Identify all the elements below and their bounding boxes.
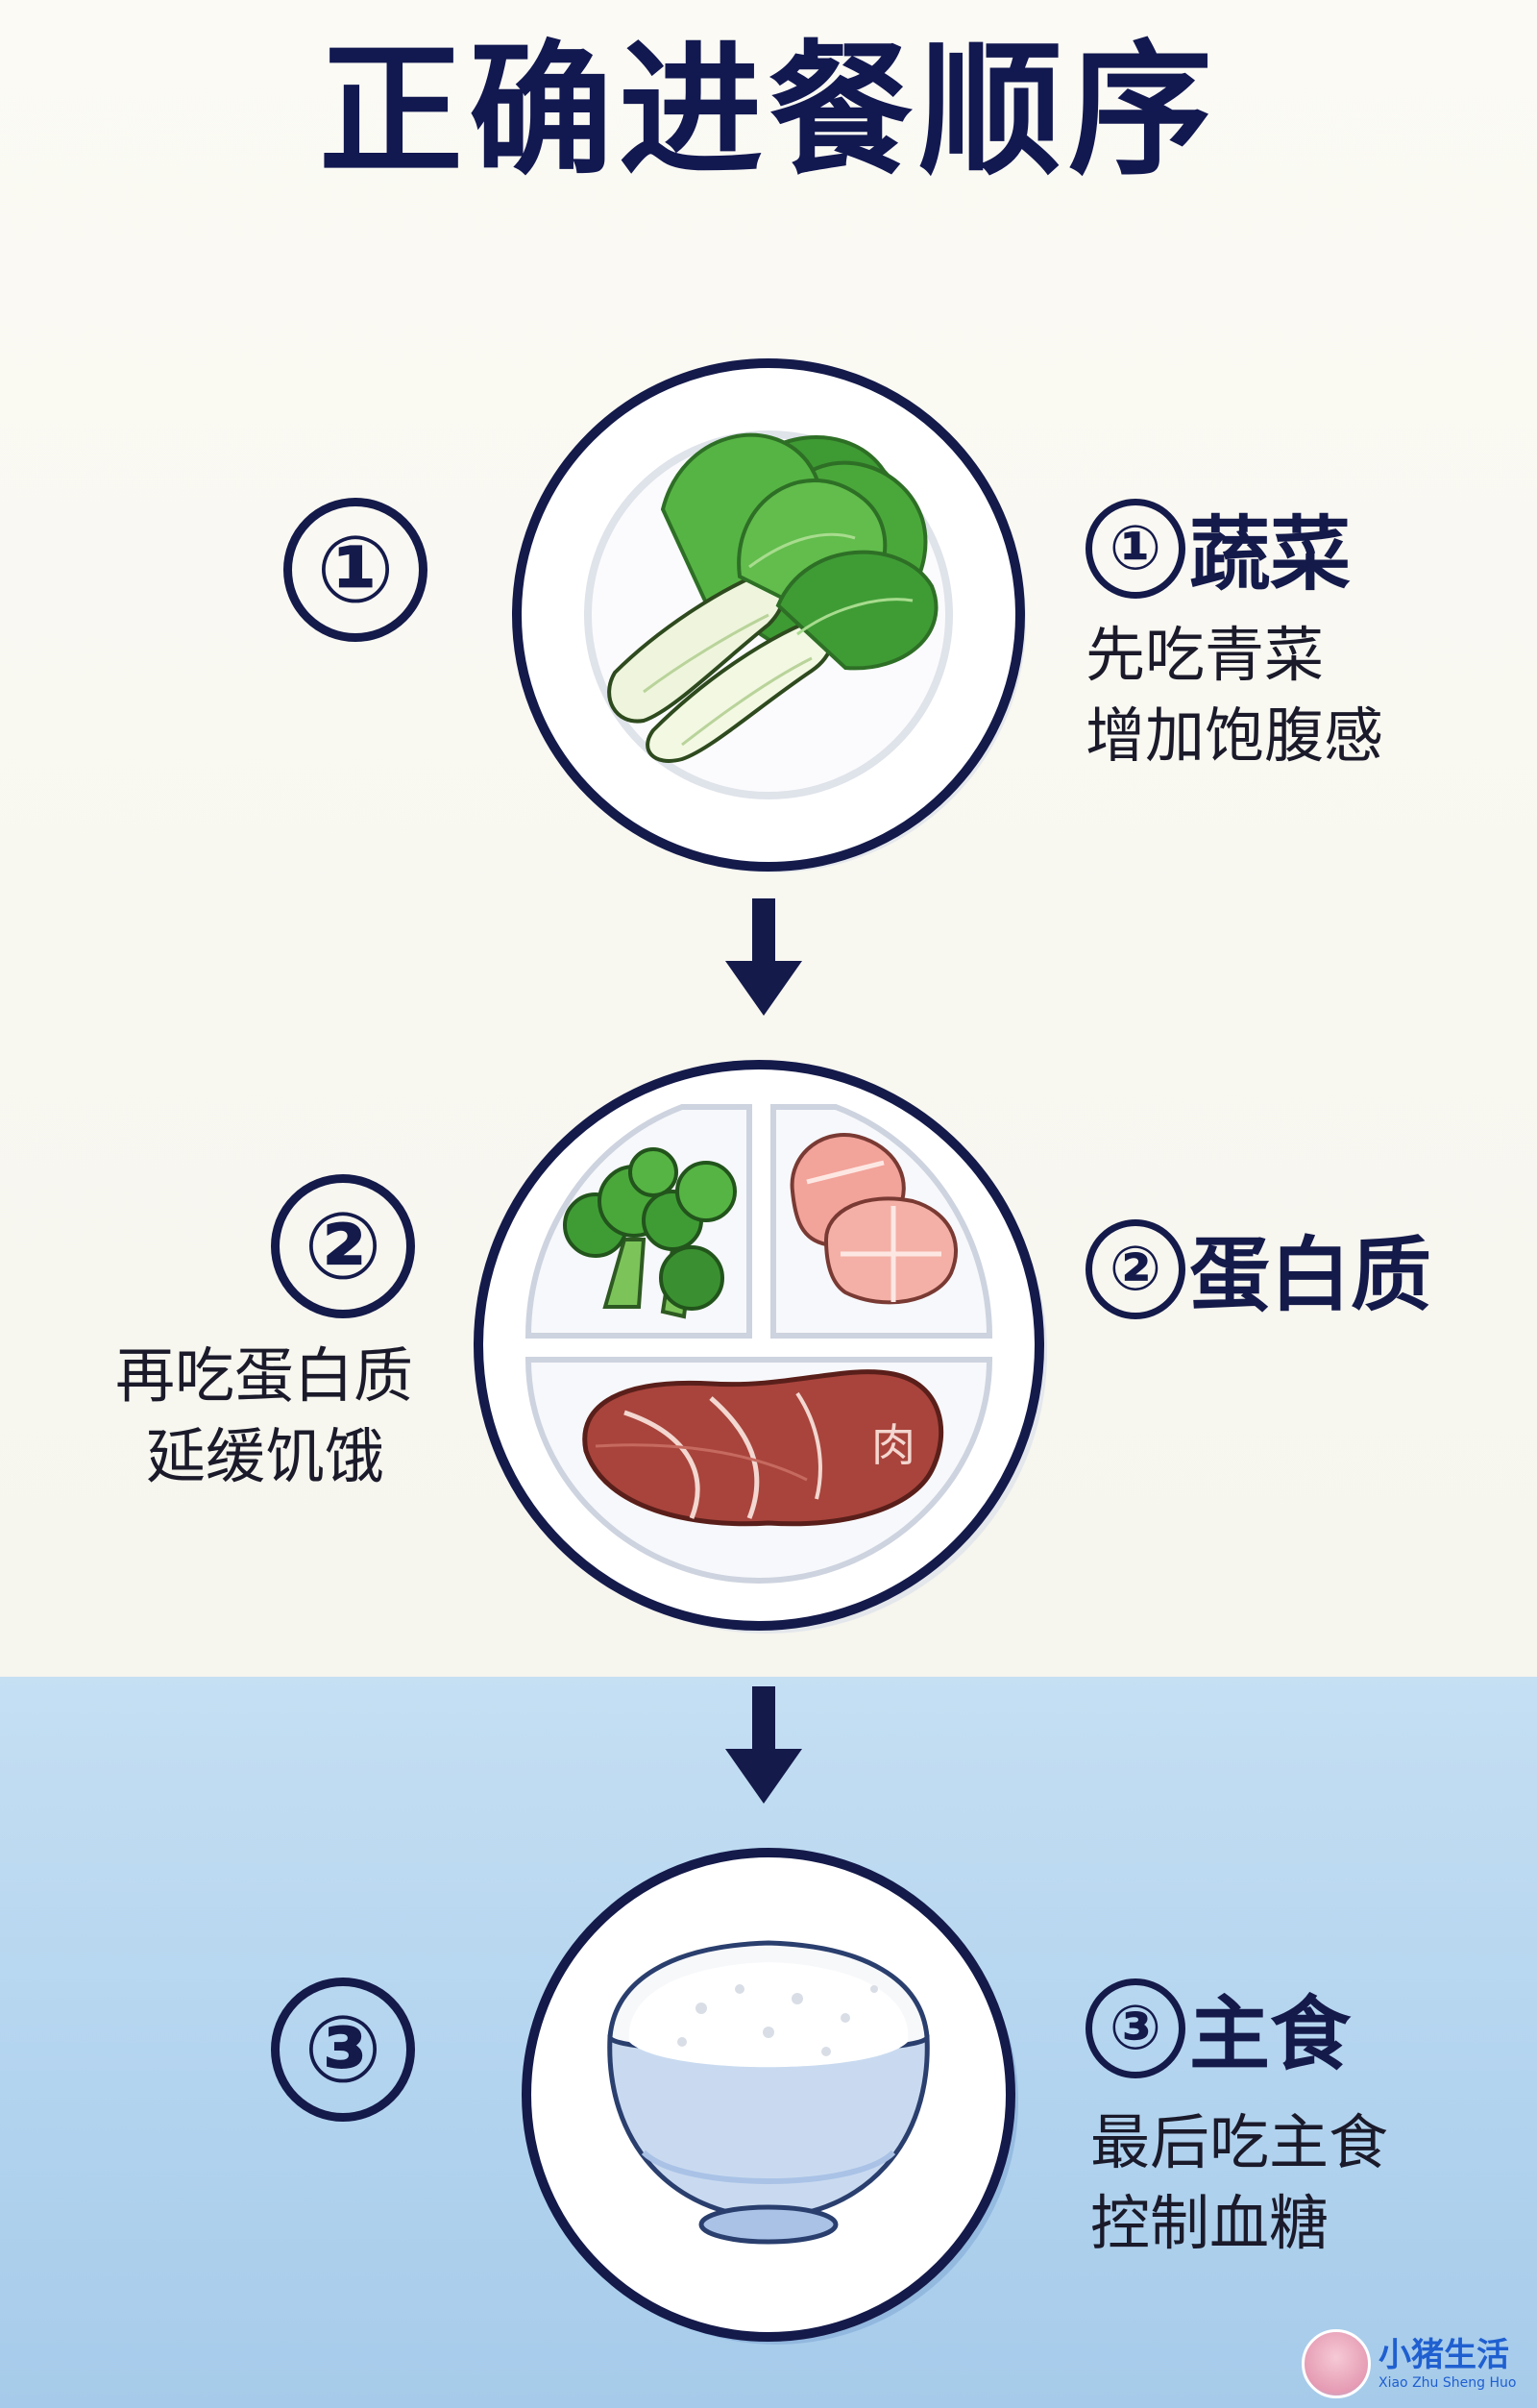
step-2-plate-illustration: 肉 (474, 1060, 1047, 1634)
meat-icon (582, 1369, 944, 1527)
meat-label: 肉 (871, 1419, 915, 1471)
ham-icon (790, 1133, 958, 1305)
step-3-description-line-1: 最后吃主食 (1090, 2107, 1389, 2177)
step-2-heading-number: ② (1086, 1218, 1185, 1319)
step-1-description-line-1: 先吃青菜 (1086, 620, 1325, 690)
step-2-heading: ② 蛋白质 (1086, 1211, 1431, 1327)
step-3-description: 最后吃主食 控制血糖 (1090, 2102, 1388, 2264)
logo-name: 小猪生活 (1378, 2336, 1509, 2374)
page-title: 正确进餐顺序 (318, 28, 1218, 195)
logo-pinyin: Xiao Zhu Sheng Huo (1378, 2375, 1517, 2391)
down-arrow-icon (725, 898, 802, 1016)
step-1-heading-number: ① (1086, 498, 1185, 599)
step-2-number-badge: ② (271, 1174, 415, 1318)
bok-choy-icon (607, 432, 939, 763)
step-1-description: 先吃青菜 增加饱腹感 (1086, 615, 1383, 776)
step-1-description-line-2: 增加饱腹感 (1086, 700, 1384, 771)
step-3-plate-illustration (522, 1848, 1018, 2345)
step-3-heading-number: ③ (1086, 1978, 1185, 2078)
step-1-heading: ① 蔬菜 (1086, 490, 1351, 606)
step-2-number: ② (304, 1192, 382, 1300)
step-2-heading-text: 蛋白质 (1189, 1228, 1432, 1322)
rice-bowl-icon (607, 1940, 930, 2245)
step-1-number-badge: ① (283, 498, 427, 642)
step-1-plate-illustration (512, 358, 1026, 872)
step-3-heading-text: 主食 (1189, 1987, 1352, 2081)
step-1-number: ① (316, 516, 395, 624)
step-3-description-line-2: 控制血糖 (1090, 2188, 1330, 2258)
pig-avatar-icon (1302, 2329, 1371, 2398)
step-3-number: ③ (304, 1996, 382, 2103)
step-1-heading-text: 蔬菜 (1189, 507, 1352, 602)
step-2-description: 再吃蛋白质 延缓饥饿 (115, 1336, 413, 1497)
step-3-number-badge: ③ (271, 1978, 415, 2122)
down-arrow-icon (725, 1686, 802, 1804)
broccoli-icon (563, 1147, 737, 1319)
step-2-description-line-1: 再吃蛋白质 (115, 1340, 414, 1411)
step-2-description-line-2: 延缓饥饿 (146, 1421, 385, 1491)
step-3-heading: ③ 主食 (1086, 1970, 1351, 2086)
logo-watermark: 小猪生活 Xiao Zhu Sheng Huo (1302, 2325, 1532, 2402)
